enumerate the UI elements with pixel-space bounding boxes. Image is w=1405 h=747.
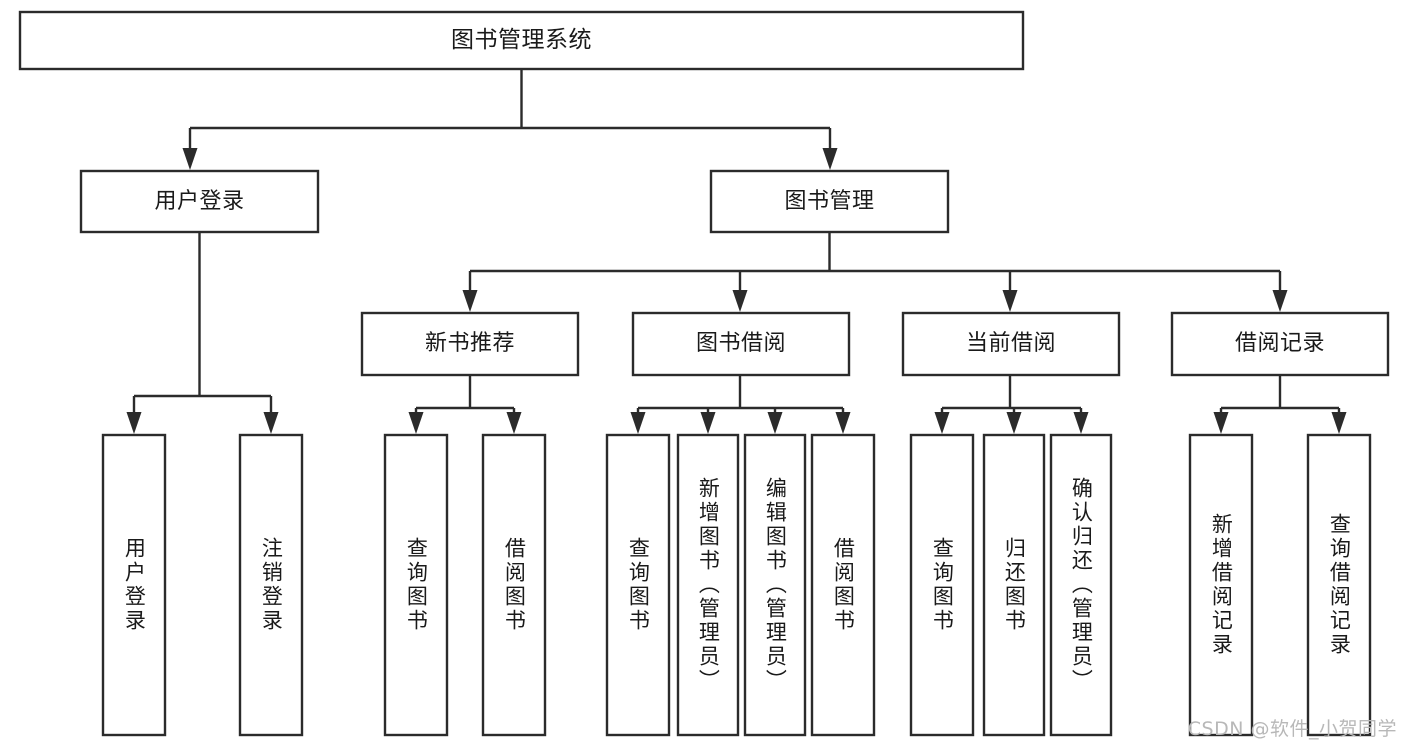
arrow-to-book-borrow [732,290,748,312]
arrow-to-leaf-return-book [1006,412,1022,434]
arrow-to-leaf-query-bb [630,412,646,434]
node-box-leaf-query-book-current[interactable] [909,433,975,737]
node-box-leaf-query-book-borrow[interactable] [605,433,671,737]
node-box-leaf-add-record[interactable] [1188,433,1254,737]
node-box-root[interactable] [18,10,1025,71]
arrow-to-leaf-confirm [1073,412,1089,434]
node-box-current-borrow[interactable] [901,311,1121,377]
node-box-leaf-return-book[interactable] [982,433,1046,737]
node-box-leaf-logout[interactable] [238,433,304,737]
node-box-book-manage[interactable] [709,169,950,234]
node-box-new-book-recommend[interactable] [360,311,580,377]
arrowheads-layer [126,148,1347,434]
arrow-to-leaf-query-record [1331,412,1347,434]
arrow-to-leaf-query-cur [934,412,950,434]
arrow-to-leaf-user-login [126,412,142,434]
arrow-to-leaf-logout [263,412,279,434]
arrow-to-leaf-query-new [408,412,424,434]
arrow-to-user-login [182,148,198,170]
arrow-to-new-book [462,290,478,312]
node-box-user-login[interactable] [79,169,320,234]
node-box-leaf-confirm-return[interactable] [1049,433,1113,737]
node-box-leaf-borrow-book-new[interactable] [481,433,547,737]
node-box-leaf-user-login[interactable] [101,433,167,737]
node-box-book-borrow[interactable] [631,311,851,377]
arrow-to-current-borrow [1002,290,1018,312]
arrow-to-leaf-borrow-new [506,412,522,434]
arrow-to-borrow-record [1272,290,1288,312]
arrow-to-book-manage [822,148,838,170]
node-box-leaf-query-book-new[interactable] [383,433,449,737]
node-box-leaf-borrow-book[interactable] [810,433,876,737]
node-box-borrow-record[interactable] [1170,311,1390,377]
arrow-to-leaf-edit-book [767,412,783,434]
watermark-text: CSDN @软件_小贺同学 [1187,718,1397,740]
node-box-leaf-query-record[interactable] [1306,433,1372,737]
arrow-to-leaf-add-book [700,412,716,434]
node-boxes-layer [18,10,1390,737]
node-box-leaf-edit-book[interactable] [743,433,807,737]
arrow-to-leaf-borrow-book [835,412,851,434]
arrow-to-leaf-add-record [1213,412,1229,434]
node-box-leaf-add-book[interactable] [676,433,740,737]
